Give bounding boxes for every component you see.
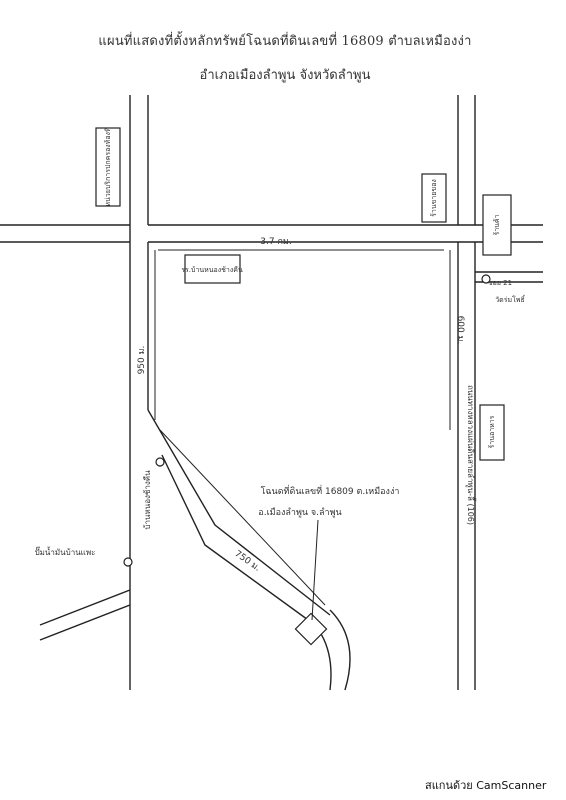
top-mid-building xyxy=(421,173,447,223)
label-dist-top: 3.7 กม. xyxy=(260,237,291,247)
map-title: แผนที่แสดงที่ตั้งหลักทรัพย์โฉนดที่ดินเลข… xyxy=(98,34,472,49)
label-junction: ซอย 21 xyxy=(488,279,512,287)
scanner-watermark: สแกนด้วย CamScanner xyxy=(425,779,547,792)
annotation-pointer xyxy=(311,519,319,621)
right-building xyxy=(482,194,512,256)
right-building2 xyxy=(479,404,505,461)
label-dist-left: 950 ม. xyxy=(137,346,147,375)
label-left-building: หน่วยบริการปกครองท้องที่ xyxy=(103,127,112,207)
school-building xyxy=(184,254,241,284)
map-subtitle: อำเภอเมืองลำพูน จังหวัดลำพูน xyxy=(199,68,371,83)
access-road-west xyxy=(147,409,331,616)
plot-marker xyxy=(294,612,328,646)
label-junction2: วัดร่มโพธิ์ xyxy=(495,294,526,304)
junction-marker xyxy=(481,274,491,284)
curve-road-outer xyxy=(329,609,351,691)
label-right-building2: ร้านอาหาร xyxy=(488,415,496,448)
label-road-left: บ้านหนองช้างคืน xyxy=(143,470,152,530)
label-road-right: ถนนทางหลวงแผ่นดินสายลำพูน-ลี้ (106) xyxy=(465,385,477,525)
road-start-marker xyxy=(155,457,165,467)
label-annotation-2: อ.เมืองลำพูน จ.ลำพูน xyxy=(258,507,341,518)
label-school: รร.บ้านหนองช้างคืน xyxy=(181,266,243,274)
access-road-east xyxy=(161,454,316,626)
label-right-building: ร้านค้า xyxy=(493,214,501,235)
label-top-mid-building: ร้านขายของ xyxy=(430,179,438,217)
label-annotation-1: โฉนดที่ดินเลขที่ 16809 ต.เหมืองง่า xyxy=(261,484,400,497)
route-diag xyxy=(159,429,326,606)
label-dist-right: 600 ม. xyxy=(455,316,465,345)
pump-marker xyxy=(123,557,133,567)
label-dist-diag: 750 ม. xyxy=(232,549,261,574)
sw-road-upper xyxy=(39,589,131,626)
label-pump: ปั๊มน้ำมันบ้านแพะ xyxy=(35,546,96,557)
left-building xyxy=(95,127,121,207)
sw-road-lower xyxy=(39,604,131,641)
